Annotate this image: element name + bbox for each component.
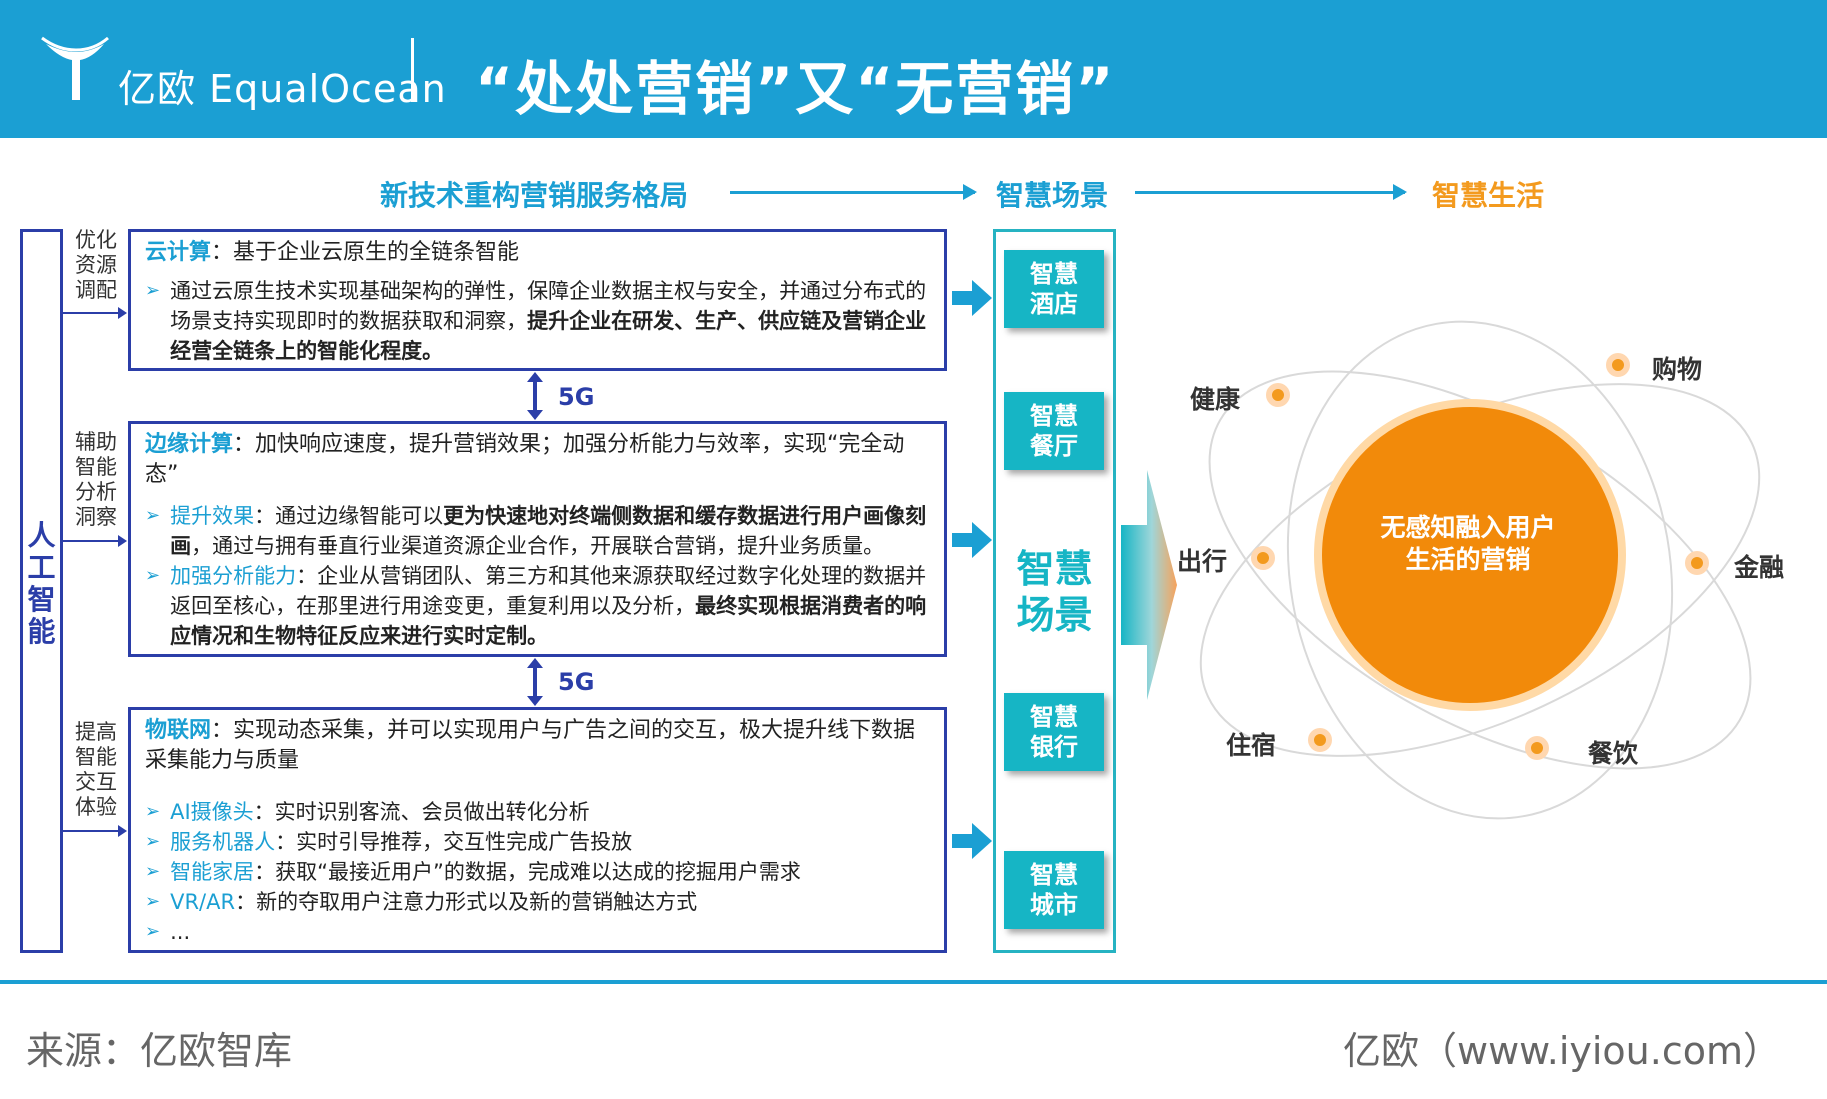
link-5g-label-1: 5G	[558, 383, 595, 411]
edge-item-effect: ➢ 提升效果：通过边缘智能可以更为快速地对终端侧数据和缓存数据进行用户画像刻画，…	[145, 501, 935, 561]
iot-item: ➢...	[145, 917, 935, 947]
link-arrow-down-icon	[527, 696, 543, 706]
flow-step-tech: 新技术重构营销服务格局	[380, 179, 689, 212]
equalocean-logo-icon	[41, 36, 109, 100]
header-bar	[0, 0, 1827, 138]
scene-column	[993, 229, 1116, 953]
cloud-heading-rest: ：基于企业云原生的全链条智能	[211, 240, 520, 265]
iot-item: ➢智能家居：获取“最接近用户”的数据，完成难以达成的挖掘用户需求	[145, 857, 935, 887]
chevron-right-icon: ➢	[145, 861, 161, 882]
footer-rule	[0, 980, 1827, 984]
edge-computing-box: 边缘计算：加快响应速度，提升营销效果；加强分析能力与效率，实现“完全动态” ➢ …	[128, 421, 947, 657]
category-health: 健康	[1190, 385, 1241, 414]
chevron-right-icon: ➢	[145, 921, 161, 942]
iot-heading-rest: ：实现动态采集，并可以实现用户与广告之间的交互，极大提升线下数据采集能力与质量	[145, 718, 916, 773]
header-divider	[411, 38, 414, 102]
iot-item: ➢服务机器人：实时引导推荐，交互性完成广告投放	[145, 827, 935, 857]
iot-heading: 物联网：实现动态采集，并可以实现用户与广告之间的交互，极大提升线下数据采集能力与…	[145, 716, 935, 776]
node-travel-icon	[1251, 546, 1275, 570]
category-lodging: 住宿	[1226, 731, 1277, 760]
scene-tile-bank: 智慧银行	[1004, 693, 1104, 771]
transition-arrow-icon	[1121, 470, 1177, 700]
arrow-right-icon	[952, 823, 992, 859]
link-arrow-up-icon	[527, 658, 543, 668]
page-title: “处处营销”又“无营销”	[475, 55, 1116, 123]
iot-term: 物联网	[145, 718, 212, 743]
category-travel: 出行	[1177, 547, 1228, 576]
link-line-1	[533, 381, 537, 411]
iot-item: ➢VR/AR：新的夺取用户注意力形式以及新的营销触达方式	[145, 887, 935, 917]
chevron-right-icon: ➢	[145, 801, 161, 822]
scene-tile-hotel: 智慧酒店	[1004, 250, 1104, 328]
flow-arrow-1	[730, 184, 977, 200]
edge-term: 边缘计算	[145, 432, 234, 457]
scene-center-label: 智慧场景	[1016, 547, 1093, 637]
side-label-optimize: 优化资源调配	[75, 228, 117, 302]
ai-bar	[20, 229, 63, 953]
core-circle	[1314, 399, 1626, 711]
edge-heading: 边缘计算：加快响应速度，提升营销效果；加强分析能力与效率，实现“完全动态”	[145, 430, 935, 490]
side-label-assist: 辅助智能分析洞察	[75, 430, 117, 529]
arrow-right-icon	[952, 522, 992, 558]
core-label: 无感知融入用户生活的营销	[1380, 513, 1556, 574]
arrow-right-icon	[952, 280, 992, 316]
chevron-right-icon: ➢	[145, 565, 161, 586]
node-dining-icon	[1525, 736, 1549, 760]
scene-tile-restaurant: 智慧餐厅	[1004, 392, 1104, 470]
iot-item: ➢AI摄像头：实时识别客流、会员做出转化分析	[145, 797, 935, 827]
node-health-icon	[1266, 383, 1290, 407]
flow-step-life: 智慧生活	[1432, 179, 1545, 212]
smart-life-orbit	[1199, 320, 1761, 820]
category-finance: 金融	[1734, 553, 1785, 582]
category-dining: 餐饮	[1588, 739, 1639, 768]
flow-step-scene: 智慧场景	[996, 179, 1109, 212]
chevron-right-icon: ➢	[145, 831, 161, 852]
cloud-computing-box: 云计算：基于企业云原生的全链条智能 ➢ 通过云原生技术实现基础架构的弹性，保障企…	[128, 229, 947, 371]
side-arrow-assist	[63, 535, 127, 547]
ai-label: 人工智能	[27, 519, 56, 648]
side-label-interact: 提高智能交互体验	[75, 720, 117, 819]
link-line-2	[533, 667, 537, 697]
cloud-item: ➢ 通过云原生技术实现基础架构的弹性，保障企业数据主权与安全，并通过分布式的场景…	[145, 276, 935, 366]
scene-tile-city: 智慧城市	[1004, 851, 1104, 929]
node-shopping-icon	[1606, 353, 1630, 377]
chevron-right-icon: ➢	[145, 280, 161, 301]
cloud-heading: 云计算：基于企业云原生的全链条智能	[145, 238, 935, 268]
chevron-right-icon: ➢	[145, 891, 161, 912]
link-arrow-down-icon	[527, 410, 543, 420]
link-5g-label-2: 5G	[558, 668, 595, 696]
link-arrow-up-icon	[527, 372, 543, 382]
category-shopping: 购物	[1652, 355, 1703, 384]
iot-box: 物联网：实现动态采集，并可以实现用户与广告之间的交互，极大提升线下数据采集能力与…	[128, 707, 947, 953]
logo-text: 亿欧 EqualOcean	[118, 67, 447, 111]
footer-source: 来源：亿欧智库	[26, 1029, 293, 1073]
side-arrow-interact	[63, 825, 127, 837]
side-arrow-optimize	[63, 307, 127, 319]
node-finance-icon	[1685, 551, 1709, 575]
edge-heading-rest: ：加快响应速度，提升营销效果；加强分析能力与效率，实现“完全动态”	[145, 432, 905, 487]
footer-site-link[interactable]: 亿欧（www.iyiou.com）	[1342, 1029, 1781, 1073]
chevron-right-icon: ➢	[145, 505, 161, 526]
node-lodging-icon	[1308, 728, 1332, 752]
edge-item-analysis: ➢ 加强分析能力：企业从营销团队、第三方和其他来源获取经过数字化处理的数据并返回…	[145, 561, 935, 651]
flow-arrow-2	[1135, 184, 1407, 200]
cloud-term: 云计算	[145, 240, 212, 265]
iot-item-list: ➢AI摄像头：实时识别客流、会员做出转化分析 ➢服务机器人：实时引导推荐，交互性…	[145, 797, 935, 947]
